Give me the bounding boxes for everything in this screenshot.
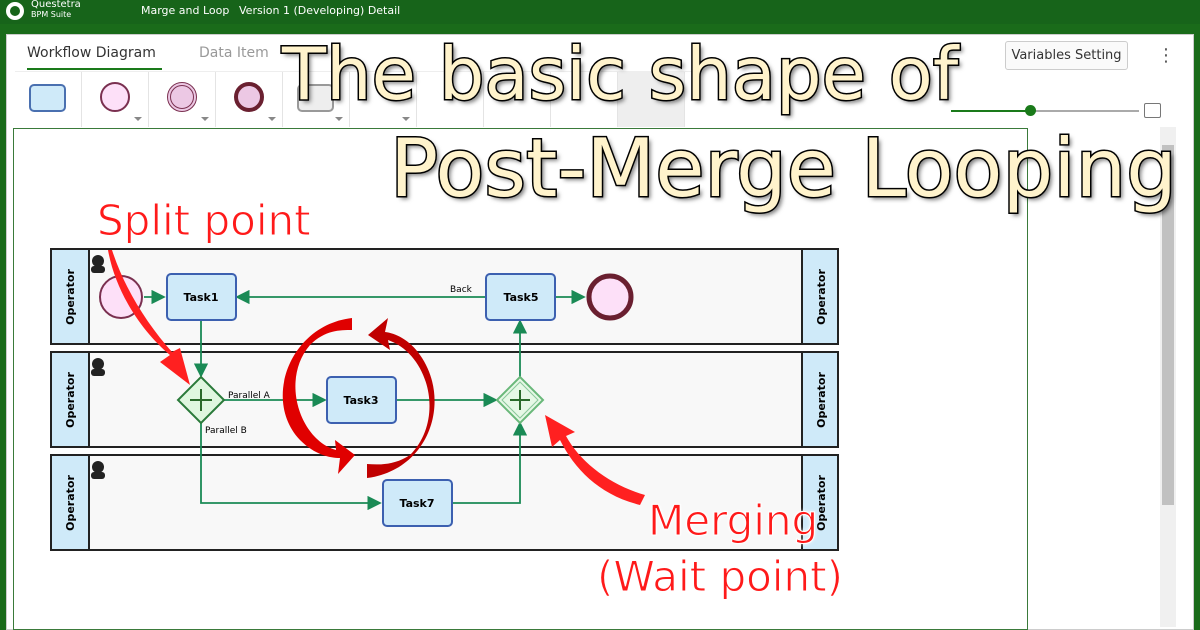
version-link[interactable]: Version 1 (Developing) Detail <box>239 4 401 17</box>
shape-palette <box>15 71 695 127</box>
split-point-label: Split point <box>97 196 312 246</box>
task-label: Task5 <box>503 291 538 304</box>
lane-label-right: Operator <box>815 372 828 428</box>
fit-to-screen-icon[interactable] <box>1144 103 1161 118</box>
more-menu-icon[interactable]: ⋮ <box>1157 45 1175 66</box>
task-task5[interactable]: Task5 <box>485 273 556 321</box>
merge-arrow-icon <box>545 415 645 505</box>
app-name-link[interactable]: Marge and Loop <box>141 4 230 17</box>
palette-auto-step[interactable] <box>283 72 350 127</box>
task-label: Task1 <box>183 291 218 304</box>
sequence-flows <box>144 289 586 511</box>
auto-step-icon <box>297 84 334 112</box>
tab-data-item[interactable]: Data Item <box>199 45 269 61</box>
task-task7[interactable]: Task7 <box>382 479 453 527</box>
start-event-icon <box>100 82 130 112</box>
lane-label: Operator <box>64 372 77 428</box>
palette-start-event[interactable] <box>82 72 149 127</box>
palette-item-8[interactable] <box>618 72 685 127</box>
zoom-slider-handle[interactable] <box>1024 105 1036 116</box>
split-arrow-icon <box>108 250 190 385</box>
loop-arrows-icon <box>282 318 435 478</box>
variables-setting-button[interactable]: Variables Setting <box>1005 41 1128 70</box>
palette-end-event[interactable] <box>216 72 283 127</box>
vertical-scrollbar[interactable] <box>1160 127 1176 627</box>
split-gateway[interactable] <box>176 375 226 425</box>
end-event-icon <box>234 82 264 112</box>
flow-label-back: Back <box>450 285 473 295</box>
merging-label: Merging <box>647 496 819 546</box>
lane-label: Operator <box>64 269 77 325</box>
palette-item-7[interactable] <box>551 72 618 127</box>
task-task1[interactable]: Task1 <box>166 273 237 321</box>
palette-item-6[interactable] <box>484 72 551 127</box>
palette-task[interactable] <box>15 72 82 127</box>
wait-point-label: (Wait point) <box>597 552 844 602</box>
palette-item-5[interactable] <box>417 72 484 127</box>
palette-intermediate-event[interactable] <box>149 72 216 127</box>
lane-label-right: Operator <box>815 475 828 531</box>
task-task3[interactable]: Task3 <box>326 376 397 424</box>
flow-label-parallel-a: Parallel A <box>228 391 271 401</box>
brand-sub: BPM Suite <box>31 10 72 19</box>
title-line-1: The basic shape of <box>280 31 959 118</box>
task-shape-icon <box>29 84 66 112</box>
lane-label-right: Operator <box>815 269 828 325</box>
questetra-logo-icon <box>6 2 24 20</box>
flow-label-parallel-b: Parallel B <box>205 426 247 436</box>
intermediate-event-icon <box>167 82 197 112</box>
lane-label: Operator <box>64 475 77 531</box>
user-icon <box>91 255 105 479</box>
tab-workflow-diagram[interactable]: Workflow Diagram <box>27 45 162 70</box>
task-label: Task3 <box>343 394 378 407</box>
end-event[interactable] <box>586 273 634 321</box>
title-line-2: Post-Merge Looping <box>389 121 1179 217</box>
merge-gateway[interactable] <box>495 375 545 425</box>
task-label: Task7 <box>399 497 434 510</box>
zoom-slider[interactable] <box>951 105 1139 116</box>
palette-gateway[interactable] <box>350 72 417 127</box>
brand-name: Questetra <box>31 0 81 10</box>
